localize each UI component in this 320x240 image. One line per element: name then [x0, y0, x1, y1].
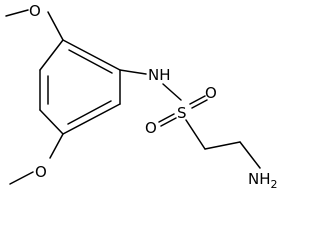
bond-c1-c2 — [204, 141, 241, 150]
bond-ring-c6-c1 — [39, 39, 64, 71]
bond-ring-c4-c5 — [39, 109, 64, 135]
chemical-structure: NH S O O NH2 O O — [5, 2, 278, 191]
bond-nh-s — [162, 83, 182, 101]
sulfur-label: S — [177, 104, 187, 122]
sulfonyl-o-left-label: O — [145, 119, 157, 137]
bond-c2-nh2 — [239, 141, 261, 169]
bond-methyl-o-top — [5, 9, 29, 17]
bond-ring-inner-1 — [68, 49, 113, 74]
bond-o-top-ring — [47, 11, 64, 41]
bond-s-o-left-a — [158, 113, 175, 123]
bond-ring-c3-c4 — [62, 103, 121, 135]
bond-s-o-top-b — [191, 99, 208, 109]
sulfonyl-o-top-label: O — [205, 84, 217, 102]
methoxy-bottom-o-label: O — [35, 163, 47, 181]
bond-o-bottom-methyl — [9, 171, 34, 185]
bond-ring-inner-2 — [67, 100, 112, 125]
bond-ring-c1-c2 — [62, 39, 121, 71]
bond-ring-nh — [119, 69, 147, 75]
amine-nh-text: NH — [248, 170, 271, 188]
amine-subscript: 2 — [271, 178, 278, 191]
bond-s-o-top-a — [189, 95, 206, 105]
bond-ring-o-bottom — [49, 133, 64, 159]
bond-s-o-left-b — [160, 117, 177, 127]
methoxy-top-o-label: O — [29, 2, 41, 20]
bond-s-c1 — [185, 119, 206, 150]
amine-nh2-label: NH2 — [248, 170, 278, 191]
amide-nh-label: NH — [148, 66, 171, 84]
